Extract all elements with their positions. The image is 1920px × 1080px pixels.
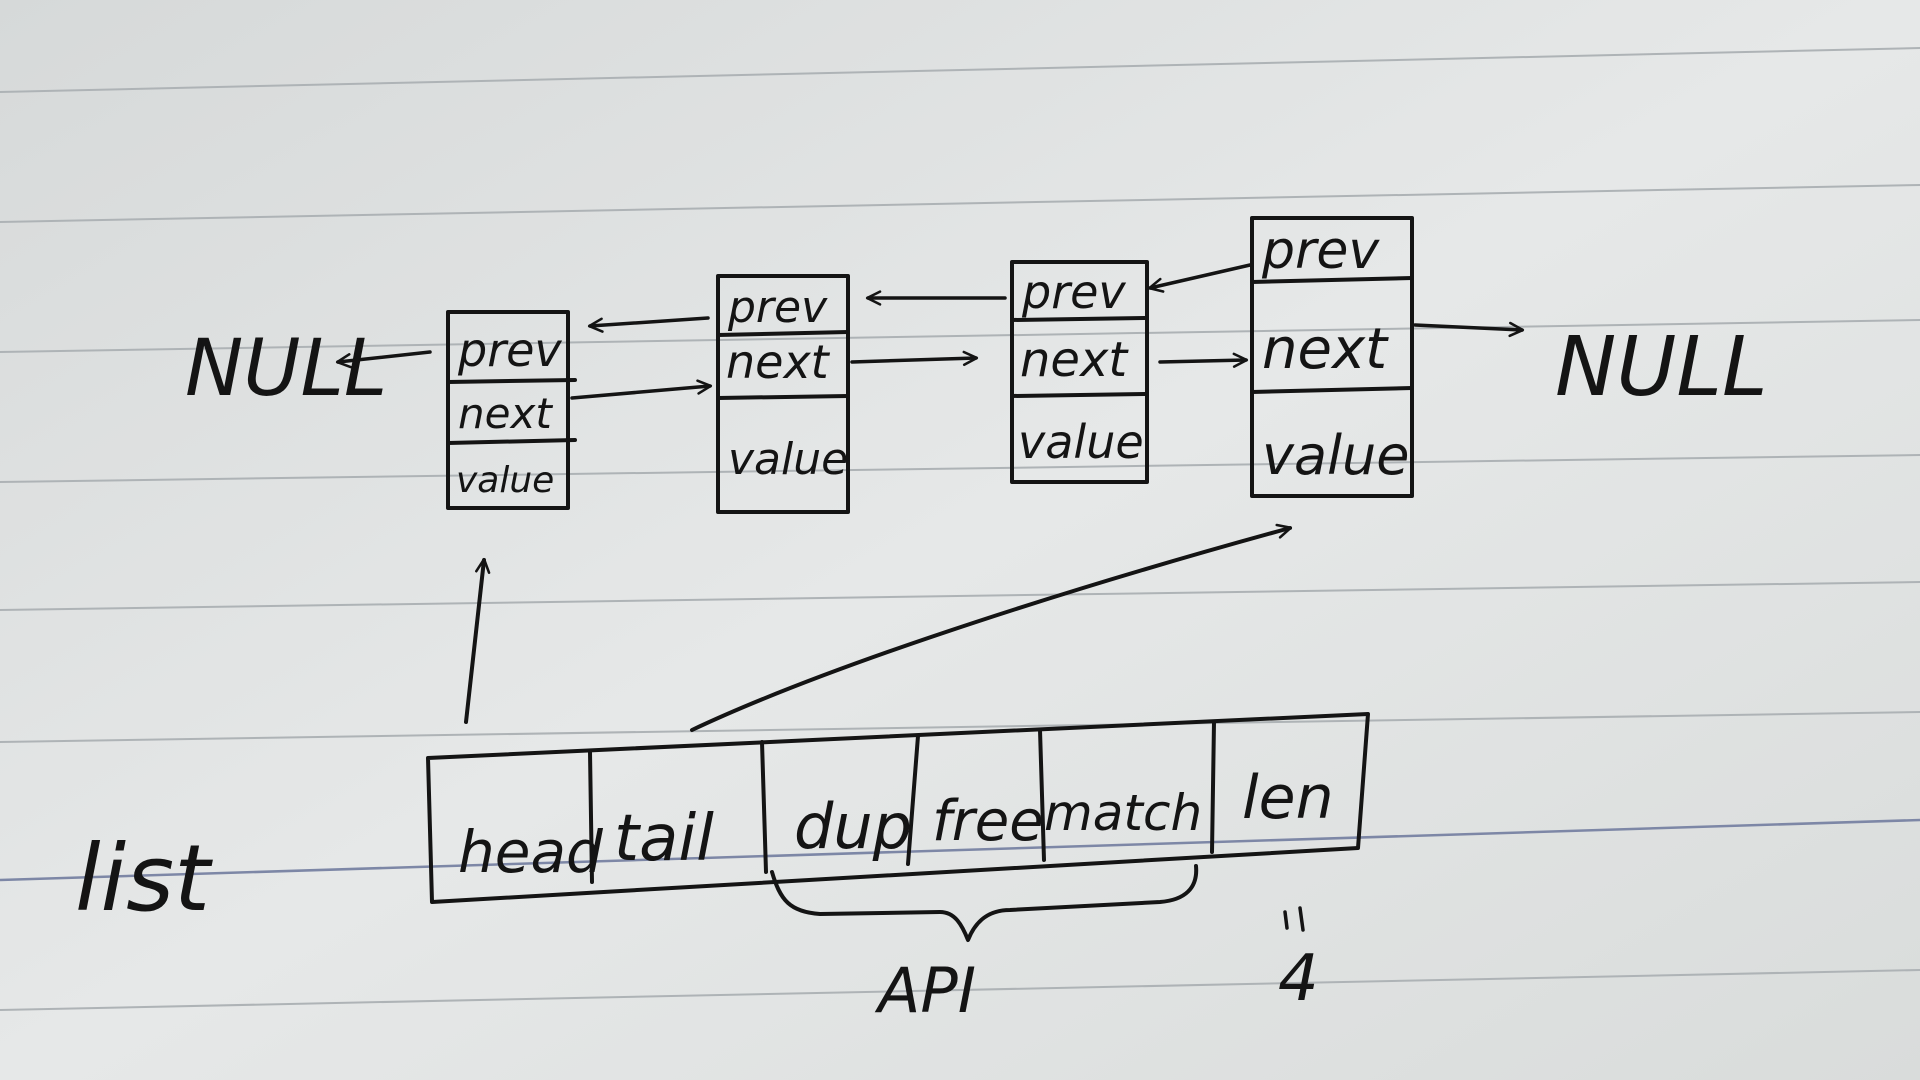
node-1-value-field: value xyxy=(456,460,554,501)
list-struct: head tail dup free match len xyxy=(426,712,1370,904)
arrow-tail-to-node4 xyxy=(690,523,1293,732)
arrow-node2-to-node1-prev xyxy=(587,316,710,333)
arrow-node2-to-node3-next xyxy=(850,350,979,367)
arrow-node1-to-node2-next xyxy=(570,379,713,400)
list-field-match: match xyxy=(1044,784,1202,842)
node-3-prev-field: prev xyxy=(1021,265,1126,319)
api-label: API xyxy=(874,954,976,1027)
arrow-node1-to-null xyxy=(335,350,432,369)
node-1-next-field: next xyxy=(458,389,553,438)
arrow-node3-to-node4-next xyxy=(1158,352,1249,368)
node-4-value-field: value xyxy=(1262,424,1410,487)
api-brace xyxy=(770,864,1199,942)
arrow-node4-to-null xyxy=(1413,321,1525,338)
list-field-dup: dup xyxy=(794,790,912,863)
list-field-free: free xyxy=(932,789,1044,854)
node-3-next-field: next xyxy=(1020,332,1129,388)
list-field-head: head xyxy=(458,818,604,886)
node-1-prev-field: prev xyxy=(457,323,562,377)
node-3-value-field: value xyxy=(1018,415,1144,469)
list-node-2: prev next value xyxy=(716,274,850,514)
null-right-label: NULL xyxy=(1555,320,1768,415)
node-2-value-field: value xyxy=(728,434,848,485)
list-node-1: prev next value xyxy=(446,310,577,510)
list-label: list xyxy=(75,825,213,932)
node-4-prev-field: prev xyxy=(1261,221,1380,281)
list-field-len: len xyxy=(1242,763,1334,833)
list-node-4: prev next value xyxy=(1250,216,1414,498)
ruled-lines xyxy=(0,47,1920,1011)
null-left-label: NULL xyxy=(185,324,387,414)
len-note: 4 xyxy=(1278,942,1319,1016)
arrow-head-to-node1 xyxy=(464,557,491,724)
node-2-prev-field: prev xyxy=(727,282,828,333)
node-4-next-field: next xyxy=(1262,317,1389,382)
list-node-3: prev next value xyxy=(1010,260,1149,484)
len-note-mark xyxy=(1283,906,1305,932)
arrow-node4-to-node3-prev xyxy=(1147,263,1252,293)
list-field-tail: tail xyxy=(614,802,714,876)
node-arrows xyxy=(335,263,1525,400)
node-2-next-field: next xyxy=(726,335,831,389)
